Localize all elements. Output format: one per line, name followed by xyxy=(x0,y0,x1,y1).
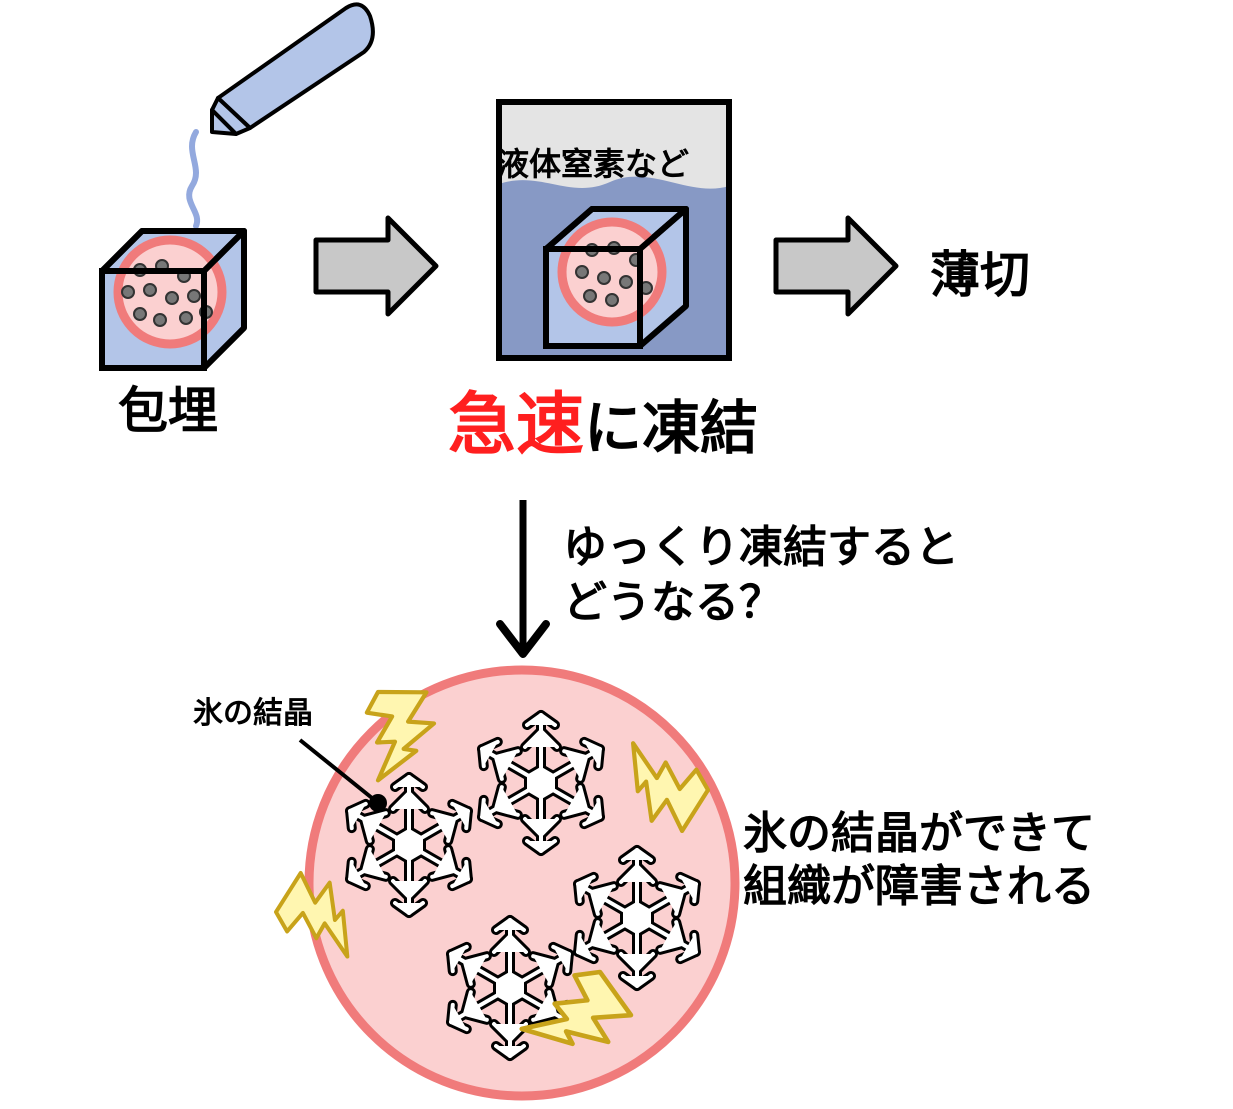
rapid-freeze-rest: に凍結 xyxy=(584,394,759,462)
liquid-nitrogen-label: 液体窒素など xyxy=(497,145,690,183)
tissue-damage-result: 氷の結晶ができて 組織が障害される xyxy=(743,808,1095,914)
block-arrow-icon xyxy=(773,215,899,317)
step-embed-label: 包埋 xyxy=(118,382,218,440)
embedded-tissue-cube xyxy=(99,228,247,371)
ice-crystal-label: 氷の結晶 xyxy=(193,696,313,731)
question-line-1: ゆっくり凍結すると xyxy=(563,522,959,573)
slow-freeze-question: ゆっくり凍結すると どうなる？ xyxy=(563,520,959,630)
rapid-highlight: 急速 xyxy=(448,386,585,465)
rapid-freeze-label: 急速に凍結 xyxy=(448,392,758,460)
block-arrow-icon xyxy=(313,215,439,317)
question-line-2: どうなる？ xyxy=(563,577,783,628)
result-line-2: 組織が障害される xyxy=(743,860,1095,912)
liquid-nitrogen-container xyxy=(496,99,732,361)
result-line-1: 氷の結晶ができて xyxy=(743,808,1095,859)
step-section-label: 薄切 xyxy=(930,246,1030,304)
dropper-bottle-icon xyxy=(186,2,375,229)
ice-crystal-pointer xyxy=(298,738,387,812)
down-arrow-icon xyxy=(496,500,550,658)
